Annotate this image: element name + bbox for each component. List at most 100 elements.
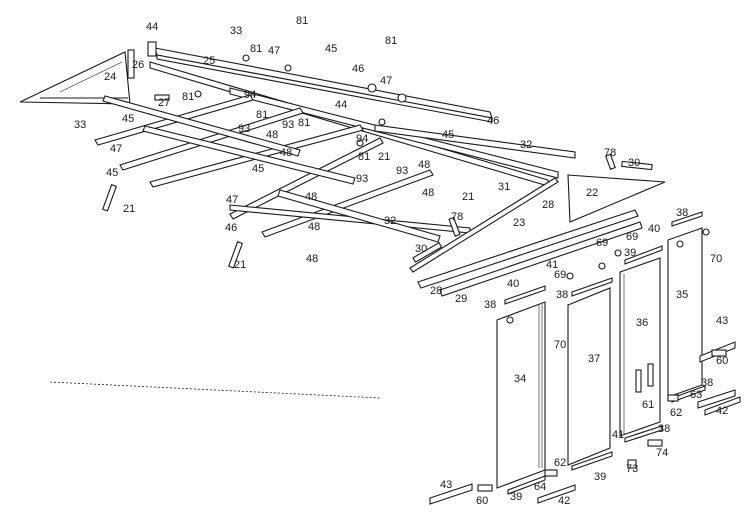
callout: 39 — [594, 471, 606, 483]
callout: 48 — [308, 221, 320, 233]
callout: 38 — [484, 299, 496, 311]
callout: 31 — [498, 181, 510, 193]
callout: 38 — [701, 377, 713, 389]
callout: 45 — [106, 167, 118, 179]
callout: 48 — [418, 159, 430, 171]
callout: 35 — [676, 289, 688, 301]
callout: 37 — [588, 353, 600, 365]
callout: 36 — [636, 317, 648, 329]
callout: 93 — [396, 165, 408, 177]
callout: 44 — [146, 21, 158, 33]
roof-lower-rail — [374, 124, 576, 159]
callout: 42 — [716, 405, 728, 417]
callout: 30 — [628, 157, 640, 169]
callout: 43 — [440, 479, 452, 491]
callout: 30 — [415, 243, 427, 255]
callout: 38 — [676, 207, 688, 219]
callout: 23 — [513, 217, 525, 229]
callout: 46 — [352, 63, 364, 75]
callout: 40 — [648, 223, 660, 235]
callout: 32 — [520, 139, 532, 151]
callout: 81 — [296, 15, 308, 27]
callout-labels: 44 33 81 26 24 25 81 47 45 81 47 46 27 8… — [74, 15, 728, 507]
callout: 47 — [110, 143, 122, 155]
wall-panel-35 — [667, 227, 703, 398]
callout: 48 — [280, 147, 292, 159]
callout: 41 — [546, 259, 558, 271]
callout: 81 — [385, 35, 397, 47]
callout: 93 — [238, 123, 250, 135]
callout: 81 — [182, 91, 194, 103]
callout: 60 — [716, 355, 728, 367]
callout: 46 — [225, 222, 237, 234]
callout: 21 — [378, 151, 390, 163]
callout: 78 — [451, 211, 463, 223]
roof-rafters — [94, 94, 434, 238]
callout: 61 — [642, 399, 654, 411]
callout: 32 — [384, 215, 396, 227]
callout: 46 — [487, 115, 499, 127]
callout: 42 — [558, 495, 570, 507]
front-gable-edge — [409, 177, 559, 273]
callout: 45 — [252, 163, 264, 175]
callout: 81 — [256, 109, 268, 121]
right-gable-panel — [567, 174, 666, 223]
callout: 94 — [356, 133, 368, 145]
callout: 93 — [356, 173, 368, 185]
callout: 60 — [476, 495, 488, 507]
callout: 40 — [507, 278, 519, 290]
callout: 21 — [123, 203, 135, 215]
callout: 48 — [305, 191, 317, 203]
callout: 26 — [132, 59, 144, 71]
callout: 38 — [556, 289, 568, 301]
callout: 64 — [534, 481, 546, 493]
callout: 44 — [335, 99, 347, 111]
callout: 47 — [268, 45, 280, 57]
callout: 70 — [710, 253, 722, 265]
callout: 27 — [158, 97, 170, 109]
callout: 45 — [325, 43, 337, 55]
callout: 28 — [542, 199, 554, 211]
wall-panel-37 — [567, 287, 611, 466]
callout: 21 — [462, 191, 474, 203]
callout: 45 — [442, 129, 454, 141]
callout: 33 — [230, 25, 242, 37]
callout: 24 — [104, 71, 116, 83]
panel-rails — [504, 211, 706, 495]
callout: 69 — [626, 231, 638, 243]
callout: 45 — [122, 113, 134, 125]
callout: 48 — [266, 129, 278, 141]
callout: 81 — [358, 151, 370, 163]
callout: 29 — [455, 293, 467, 305]
callout: 39 — [624, 247, 636, 259]
callout: 22 — [586, 187, 598, 199]
callout: 93 — [282, 119, 294, 131]
callout: 48 — [306, 253, 318, 265]
wall-panel-34 — [496, 301, 546, 489]
callout: 74 — [656, 447, 668, 459]
callout: 94 — [244, 89, 256, 101]
callout: 41 — [612, 429, 624, 441]
callout: 34 — [514, 373, 526, 385]
callout: 28 — [430, 285, 442, 297]
callout: 69 — [596, 237, 608, 249]
eave-strips — [417, 209, 643, 297]
ground-line — [49, 381, 381, 399]
callout: 47 — [380, 75, 392, 87]
callout: 39 — [510, 491, 522, 503]
callout: 62 — [554, 457, 566, 469]
callout: 78 — [604, 147, 616, 159]
callout: 62 — [670, 407, 682, 419]
wall-panel-36 — [619, 257, 661, 437]
front-beams — [102, 95, 471, 243]
callout: 63 — [690, 389, 702, 401]
callout: 48 — [422, 187, 434, 199]
callout: 38 — [658, 423, 670, 435]
callout: 70 — [554, 339, 566, 351]
small-hardware — [477, 228, 727, 492]
callout: 21 — [234, 259, 246, 271]
callout: 25 — [203, 55, 215, 67]
bottom-sill-strips — [429, 341, 741, 505]
